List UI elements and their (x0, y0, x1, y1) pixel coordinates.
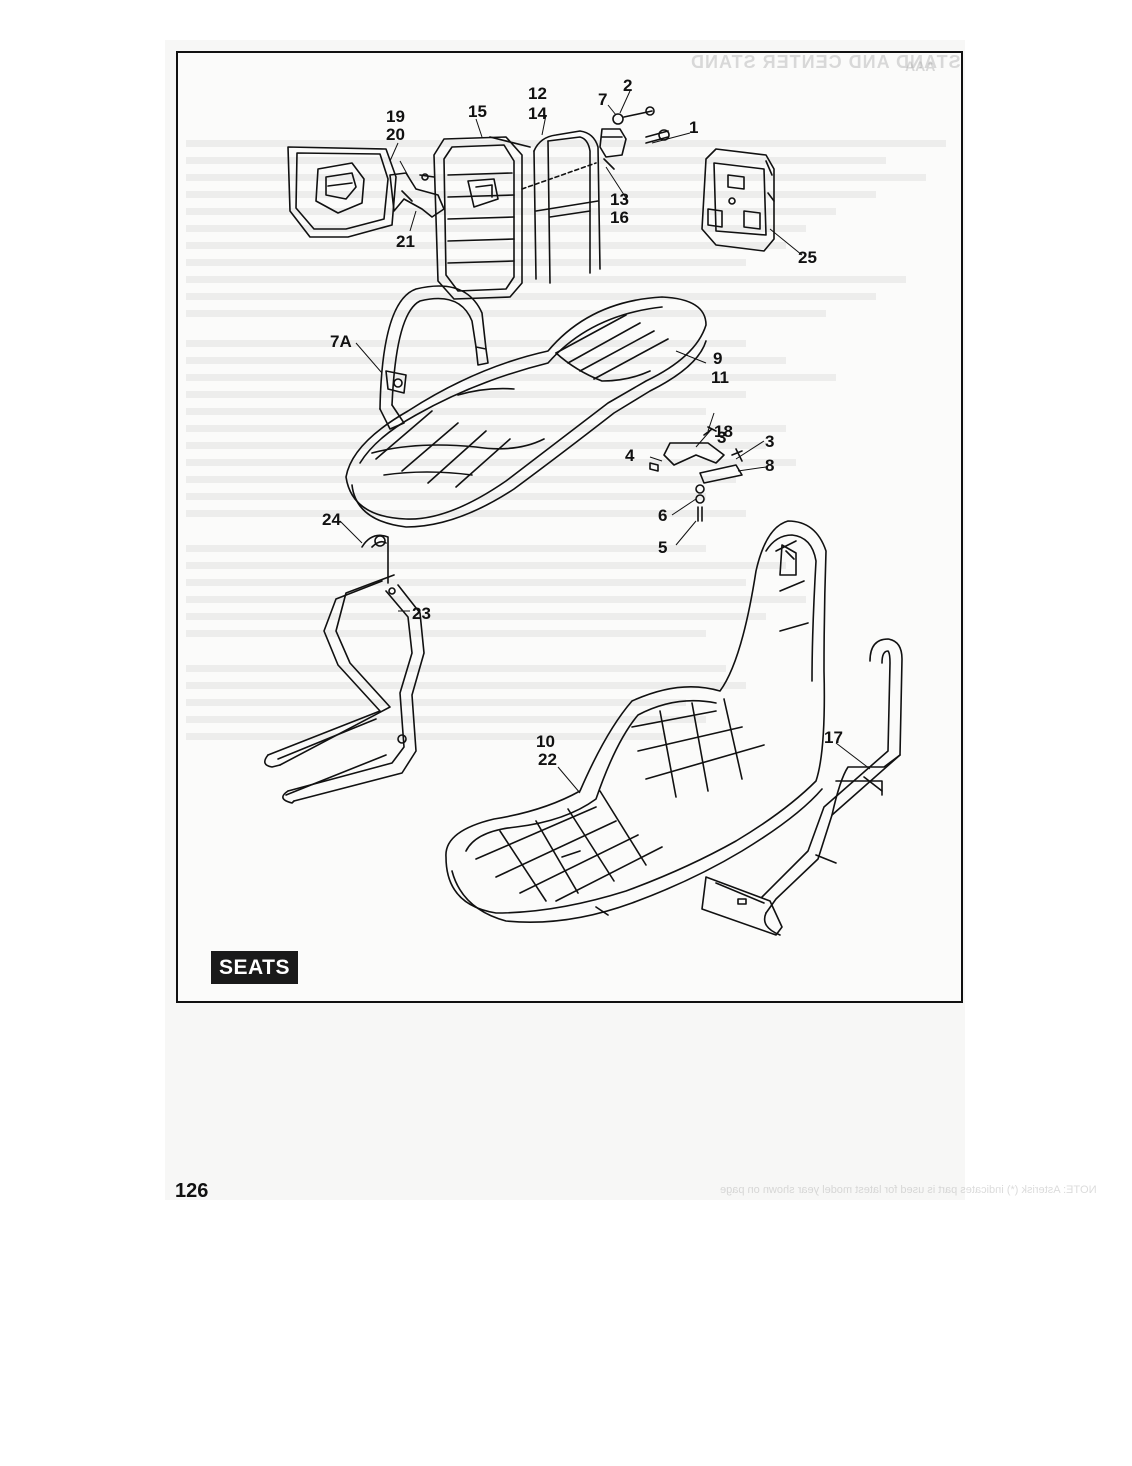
callout-21: 21 (396, 232, 415, 251)
passenger-grab-strap (379, 285, 489, 430)
callout-8: 8 (765, 456, 774, 475)
callout-17: 17 (824, 728, 843, 747)
section-label: SEATS (211, 951, 298, 984)
sissy-bar-upright (489, 130, 601, 284)
callout-16: 16 (610, 208, 629, 227)
callout-7a: 7A (330, 332, 352, 351)
sissy-bar-side-struts (264, 534, 425, 804)
callout-14: 14 (528, 104, 547, 123)
callout-10: 10 (536, 732, 555, 751)
sissy-bar-frame (701, 638, 903, 936)
callout-1: 1 (689, 118, 698, 137)
dual-seat (345, 296, 707, 528)
bleed-through-note: NOTE: Asterisk (*) indicates part is use… (720, 1184, 1097, 1196)
seats-exploded-diagram: 1 2 3 3 4 5 6 7 7A 8 9 10 11 12 13 14 15… (264, 76, 903, 936)
bolt-hardware (599, 106, 670, 170)
callout-23: 23 (412, 604, 431, 623)
backrest-back-plate (701, 148, 775, 252)
seat-mount-hardware (649, 426, 743, 522)
callout-11: 11 (711, 368, 729, 387)
callout-20: 20 (386, 125, 405, 144)
leader-lines (339, 90, 871, 794)
page-number: 126 (175, 1180, 209, 1202)
callout-19: 19 (386, 107, 405, 126)
backrest-pad-small (287, 146, 397, 238)
callout-5: 5 (658, 538, 667, 557)
callout-6: 6 (658, 506, 667, 525)
callout-13: 13 (610, 190, 629, 209)
callout-7: 7 (598, 90, 607, 109)
callout-25: 25 (798, 248, 817, 267)
callout-4: 4 (625, 446, 635, 465)
callout-15: 15 (468, 102, 487, 121)
callout-12: 12 (528, 84, 547, 103)
callout-9: 9 (713, 349, 722, 368)
backrest-pad-tall (433, 136, 523, 300)
callout-24: 24 (322, 510, 341, 529)
callout-18: 18 (714, 422, 733, 441)
king-queen-seat (445, 520, 827, 923)
callout-3-lower: 3 (765, 432, 774, 451)
diagram-frame (176, 51, 963, 1003)
callout-2: 2 (623, 76, 632, 95)
callout-labels: 1 2 3 3 4 5 6 7 7A 8 9 10 11 12 13 14 15… (322, 76, 843, 769)
bleed-through-parts-table (176, 95, 963, 815)
callout-3-upper: 3 (717, 428, 726, 447)
callout-22: 22 (538, 750, 557, 769)
